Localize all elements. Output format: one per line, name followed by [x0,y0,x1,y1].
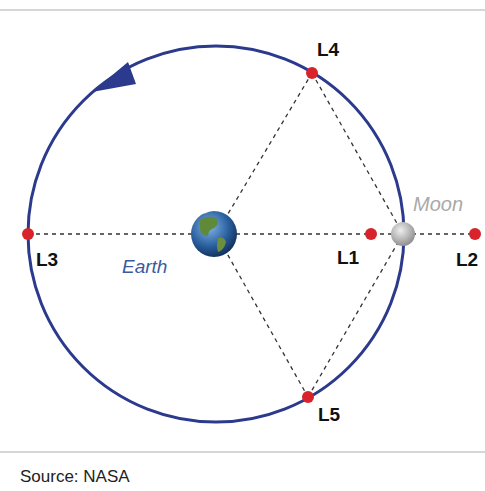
source-caption: Source: NASA [20,468,130,485]
dashed-lines [28,73,475,397]
point-label: L3 [36,250,58,269]
earth-globe [191,209,237,257]
body-label: Earth [122,257,167,276]
point-label: L5 [318,405,340,424]
point-label: L1 [337,248,359,267]
moon-body [391,222,415,246]
lagrange-dots [22,67,481,403]
bottom-rule [0,451,485,453]
top-rule [0,9,485,11]
body-label: Moon [413,194,463,214]
orbit-arrow [92,62,136,92]
point-label: L2 [456,250,478,269]
point-label: L4 [317,40,339,59]
